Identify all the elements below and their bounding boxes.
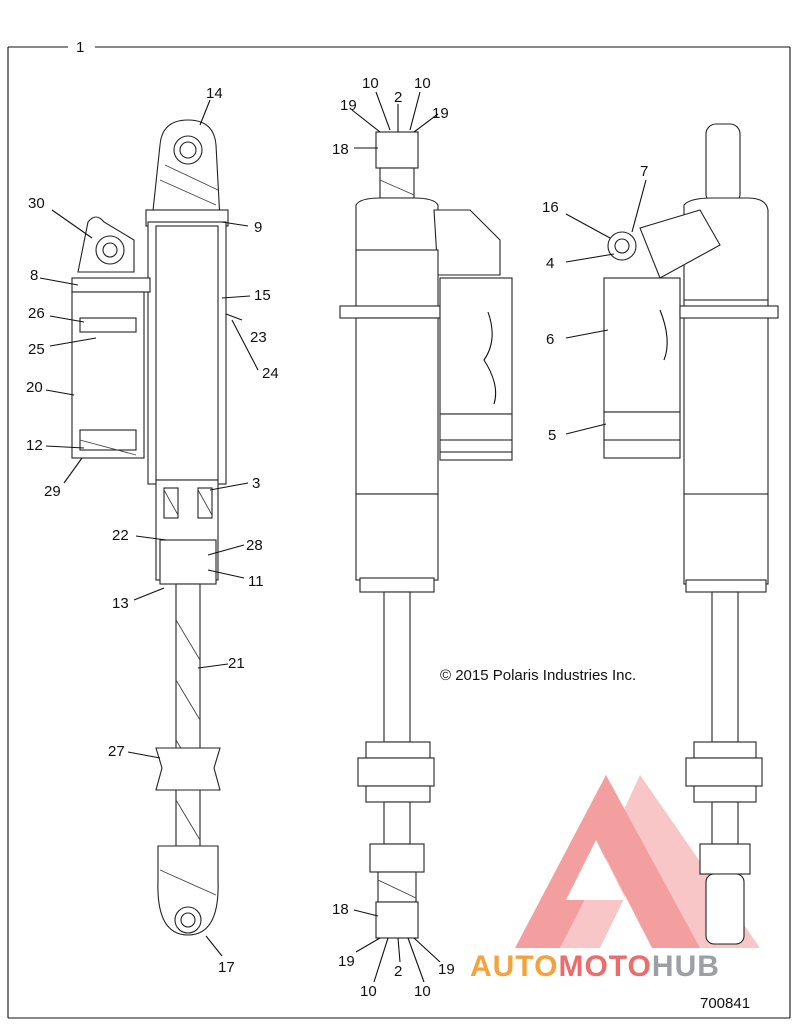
callout-20: 20 [26,379,43,396]
callout-10-top-right: 10 [414,75,431,92]
callout-7: 7 [640,163,648,180]
callout-23: 23 [250,329,267,346]
copyright-notice: © 2015 Polaris Industries Inc. [440,667,636,684]
callout-16: 16 [542,199,559,216]
callout-18-top: 18 [332,141,349,158]
callout-19-top-right: 19 [432,105,449,122]
rear-view-shock [603,123,779,945]
callout-22: 22 [112,527,129,544]
callout-6: 6 [546,331,554,348]
frame-label: 1 [76,39,84,56]
callout-27: 27 [108,743,125,760]
callout-25: 25 [28,341,45,358]
callout-30: 30 [28,195,45,212]
callout-17: 17 [218,959,235,976]
diagram-frame [7,46,791,1019]
callout-10-bottom-left: 10 [360,983,377,1000]
section-view-shock [71,119,229,936]
callout-9: 9 [254,219,262,236]
callout-18-bottom: 18 [332,901,349,918]
callout-26: 26 [28,305,45,322]
callout-14: 14 [206,85,223,102]
callout-19-top-left: 19 [340,97,357,114]
callout-15: 15 [254,287,271,304]
callout-labels: 14 30 9 8 15 26 23 25 24 20 12 29 3 22 2… [26,75,648,1000]
callout-28: 28 [246,537,263,554]
side-view-shock [339,131,513,939]
watermark-part-moto: MOTO [558,950,651,983]
callout-13: 13 [112,595,129,612]
callout-12: 12 [26,437,43,454]
callout-10-bottom-right: 10 [414,983,431,1000]
watermark-part-auto: AUTO [470,950,558,983]
callout-2-bottom: 2 [394,963,402,980]
callout-19-bottom-right: 19 [438,961,455,978]
callout-2-top: 2 [394,89,402,106]
callout-24: 24 [262,365,279,382]
callout-21: 21 [228,655,245,672]
drawing-number: 700841 [700,995,750,1012]
callout-10-top-left: 10 [362,75,379,92]
callout-8: 8 [30,267,38,284]
watermark-part-hub: HUB [652,950,720,983]
callout-3: 3 [252,475,260,492]
callout-19-bottom-left: 19 [338,953,355,970]
callout-5: 5 [548,427,556,444]
watermark-text: AUTOMOTOHUB [470,950,720,983]
callout-11: 11 [248,573,264,590]
callout-4: 4 [546,255,554,272]
leader-lines [39,91,647,983]
callout-29: 29 [44,483,61,500]
